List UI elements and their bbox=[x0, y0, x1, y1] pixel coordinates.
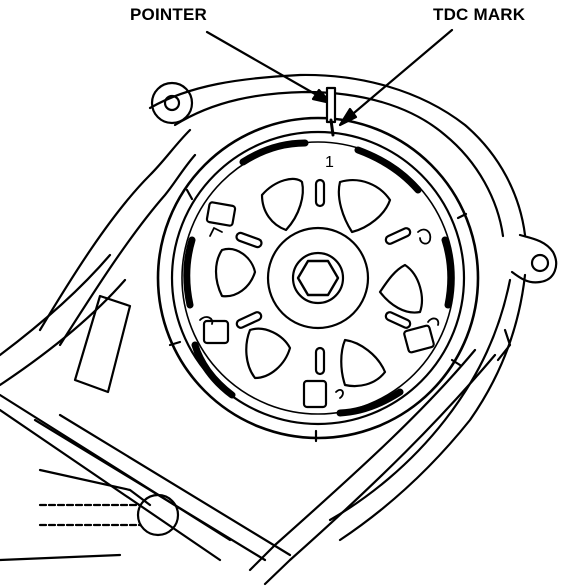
lug bbox=[302, 379, 328, 409]
cover-outer-outline bbox=[148, 73, 527, 237]
spoke-window bbox=[260, 177, 304, 232]
stamp-mark-lower-left bbox=[199, 316, 214, 325]
outer-slot bbox=[336, 388, 404, 417]
rim-tick bbox=[168, 340, 182, 347]
belt-left-outer bbox=[38, 128, 192, 332]
hub-washer bbox=[291, 251, 345, 305]
rim-tick bbox=[185, 188, 194, 201]
belt-right-outer bbox=[263, 353, 497, 586]
left-rail-outer bbox=[0, 253, 112, 357]
outer-slot bbox=[239, 139, 309, 166]
left-bracket bbox=[73, 294, 132, 394]
pointer-leader-line bbox=[205, 30, 324, 100]
outer-slot bbox=[183, 236, 196, 309]
cover-right-edge-inner bbox=[328, 278, 512, 522]
spoke-window bbox=[337, 179, 392, 234]
stamp-mark-right bbox=[417, 228, 432, 245]
rib-slot bbox=[235, 231, 263, 249]
cover-inner-outline bbox=[173, 90, 505, 238]
hub-bolt-hex bbox=[296, 259, 340, 297]
engine-structure-left bbox=[0, 253, 292, 562]
outer-slot bbox=[191, 341, 236, 399]
spoke-window bbox=[340, 338, 387, 388]
belt-left-inner bbox=[58, 153, 197, 347]
tdc-leader-line bbox=[346, 28, 454, 120]
lug bbox=[205, 201, 237, 227]
stamp-mark-bottom bbox=[335, 388, 344, 399]
cover-mount-hole-left bbox=[163, 94, 181, 112]
cover-right-edge bbox=[338, 273, 527, 542]
camshaft-pulley: 1 bbox=[156, 86, 480, 443]
hub-outer bbox=[266, 226, 370, 330]
rib-slot bbox=[235, 311, 263, 329]
spoke-window bbox=[214, 247, 257, 298]
tdc-mark bbox=[329, 118, 335, 137]
cover-mount-hole-right bbox=[530, 253, 550, 273]
tdc-mark-label: TDC MARK bbox=[433, 5, 526, 24]
belt-right-inner bbox=[248, 348, 477, 572]
spoke-window bbox=[378, 263, 423, 314]
belt-cover bbox=[148, 73, 558, 542]
pointer-label: POINTER bbox=[130, 5, 207, 24]
stamp-mark-left bbox=[209, 227, 223, 237]
spoke-window bbox=[245, 327, 292, 380]
timing-belt bbox=[38, 128, 497, 586]
stamp-mark-lower-right bbox=[427, 317, 440, 326]
rib-slot bbox=[384, 227, 412, 245]
cylinder-mark-top: 1 bbox=[325, 154, 334, 171]
rib-slot bbox=[314, 346, 326, 376]
pulley-inner-rim bbox=[170, 130, 466, 426]
pulley-outer-rim bbox=[156, 116, 480, 440]
rim-tick bbox=[450, 358, 462, 367]
pointer bbox=[325, 86, 337, 124]
outer-slot bbox=[354, 146, 422, 194]
lug bbox=[202, 319, 230, 345]
rib-slot bbox=[384, 311, 412, 329]
lug bbox=[403, 324, 435, 354]
rim-tick bbox=[456, 212, 468, 220]
cover-mount-boss-left bbox=[150, 81, 194, 125]
left-rail-inner bbox=[0, 278, 127, 387]
lower-pivot bbox=[136, 493, 180, 537]
outer-slot bbox=[441, 236, 455, 309]
rib-slot bbox=[314, 178, 326, 208]
cover-right-lower-bracket bbox=[496, 328, 512, 362]
